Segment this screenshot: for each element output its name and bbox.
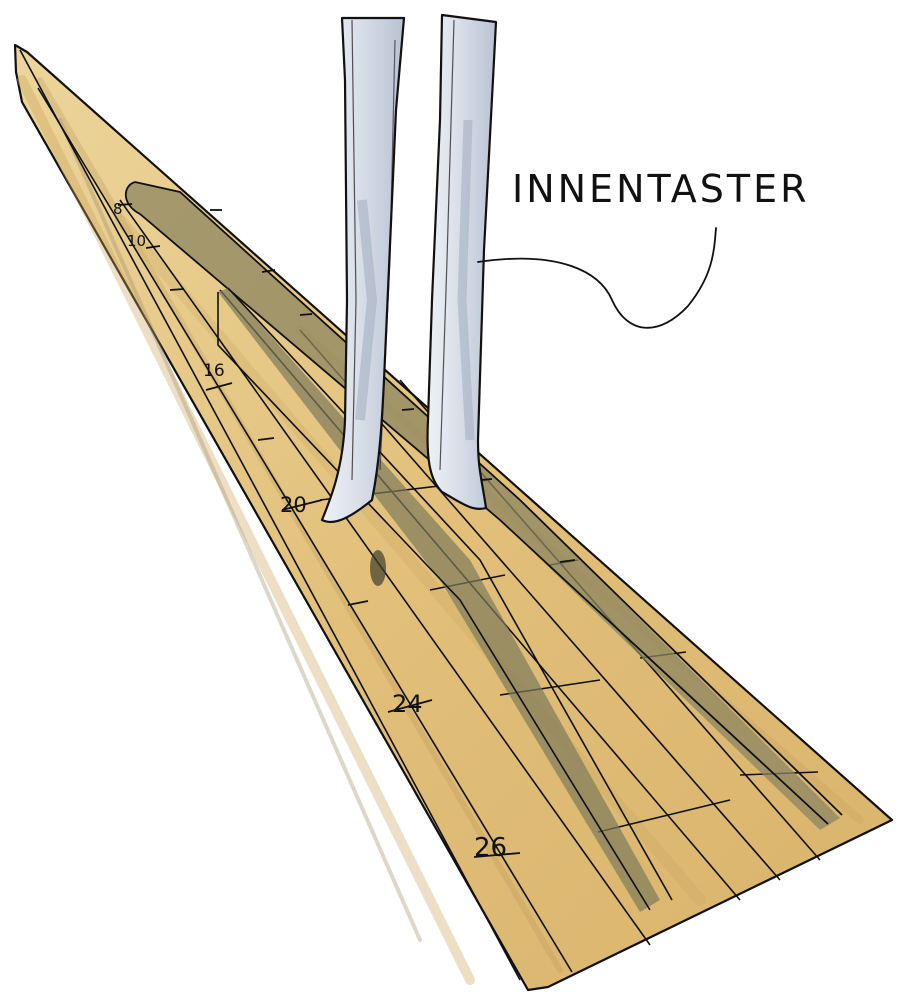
groove-inner bbox=[218, 288, 660, 912]
scale-mark-26: 26 bbox=[474, 833, 507, 863]
scale-numbers: 8 10 16 20 24 26 bbox=[113, 200, 507, 863]
scale-ticks bbox=[117, 203, 576, 858]
scale-mark-24: 24 bbox=[392, 690, 423, 718]
scale-mark-8: 8 bbox=[113, 200, 123, 218]
callout-leader-line bbox=[477, 227, 717, 329]
callout-label-innentaster: INNENTASTER bbox=[512, 167, 810, 211]
scale-mark-20: 20 bbox=[280, 493, 307, 517]
inside-calipers bbox=[320, 13, 498, 524]
scale-mark-16: 16 bbox=[203, 361, 225, 381]
groove-shadow bbox=[125, 182, 840, 830]
ruler-groove bbox=[124, 181, 843, 912]
scale-mark-10: 10 bbox=[127, 232, 146, 250]
